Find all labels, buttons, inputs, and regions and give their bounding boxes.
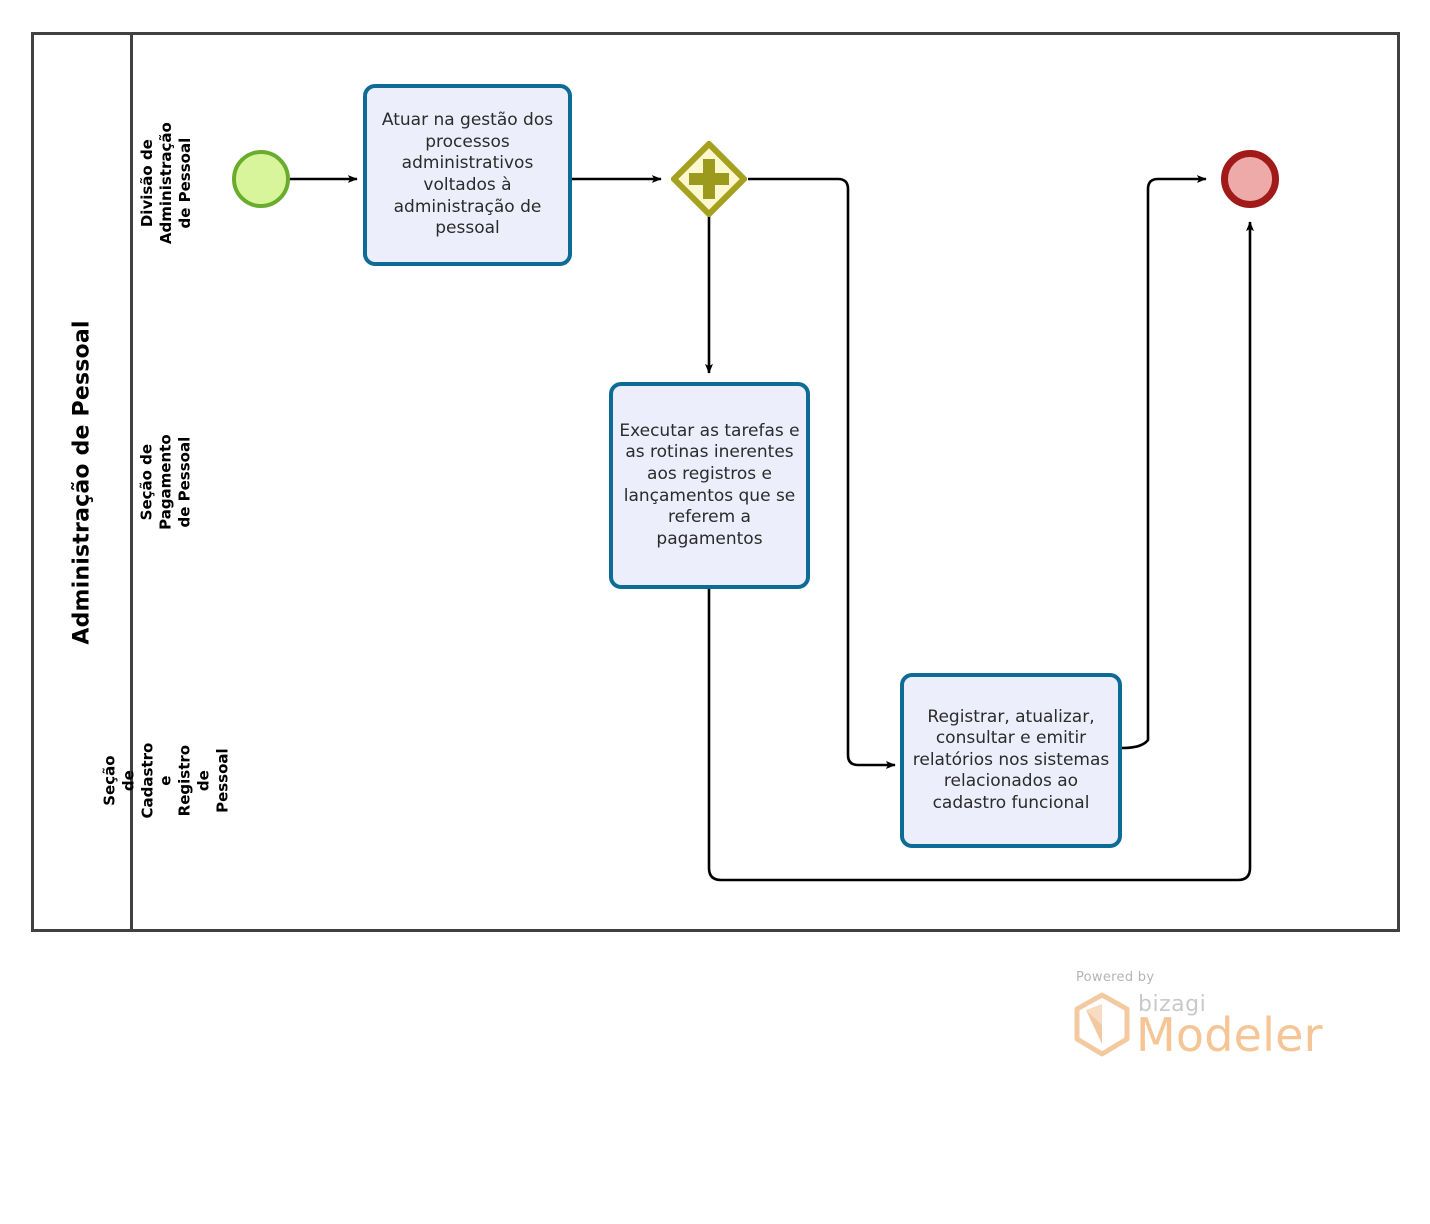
task-executar-as-tarefas[interactable]: Executar as tarefas e as rotinas inerent…	[609, 382, 810, 589]
task-3-label: Registrar, atualizar, consultar e emitir…	[912, 706, 1110, 813]
bizagi-wordmark: bizagi	[1138, 992, 1207, 1017]
parallel-gateway-icon	[671, 141, 747, 217]
flow-task2-to-end	[707, 221, 1254, 882]
bizagi-modeler-logo: Powered by bizagi Modeler	[1072, 970, 1342, 1070]
bizagi-hexagon-icon	[1074, 992, 1130, 1057]
start-event[interactable]	[232, 150, 290, 208]
modeler-wordmark: Modeler	[1136, 1008, 1323, 1062]
task-1-label: Atuar na gestão dos processos administra…	[381, 110, 554, 239]
end-event[interactable]	[1221, 150, 1279, 208]
pool-title-band: Administração de Pessoal	[34, 35, 133, 929]
task-2-label: Executar as tarefas e as rotinas inerent…	[619, 420, 800, 549]
task-atuar-na-gestao[interactable]: Atuar na gestão dos processos administra…	[363, 84, 572, 266]
task-registrar-atualizar[interactable]: Registrar, atualizar, consultar e emitir…	[900, 673, 1122, 848]
flow-gateway-to-task3	[748, 177, 896, 769]
powered-by-label: Powered by	[1076, 970, 1155, 985]
flow-task3-to-end	[1121, 175, 1207, 750]
parallel-gateway[interactable]	[671, 141, 747, 217]
